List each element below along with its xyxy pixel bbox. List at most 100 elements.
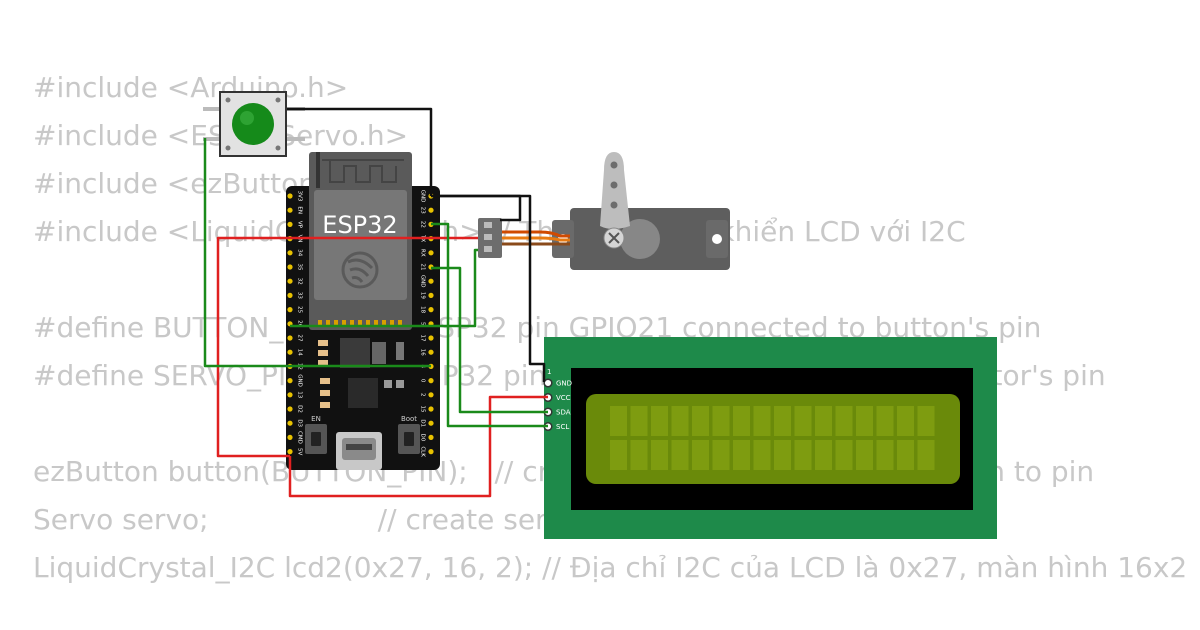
wire-servo-gnd (431, 194, 522, 222)
esp32-left-pin[interactable] (287, 406, 293, 412)
esp32-right-pin[interactable] (428, 335, 434, 341)
lcd-cell (815, 440, 832, 470)
esp32-right-pin[interactable] (428, 392, 434, 398)
wire-lcd-vcc (288, 395, 548, 498)
esp32-right-pin-label: 21 (420, 264, 426, 271)
esp32-right-pin[interactable] (428, 207, 434, 213)
servo-connector (478, 218, 502, 258)
esp32-left-pin-label: 32 (297, 278, 303, 285)
code-line: #include <ESP32Servo.h> (33, 119, 409, 152)
esp32-right-pin[interactable] (428, 406, 434, 412)
esp32-left-pin-label: 26 (297, 320, 303, 327)
esp32-right-pin-label: 19 (420, 292, 426, 299)
esp32-right-pin-label: 0 (420, 379, 426, 383)
esp32-left-pin[interactable] (287, 420, 293, 426)
lcd-cell (917, 440, 935, 470)
lcd-cell (733, 406, 750, 436)
esp32-left-pin[interactable] (287, 207, 293, 213)
esp32-right-pin-label: 5 (420, 322, 426, 326)
esp32-shield (314, 190, 407, 300)
esp32-right-pin[interactable] (428, 278, 434, 284)
esp32-left-pin[interactable] (287, 193, 293, 199)
lcd-cell (712, 406, 730, 436)
wire-servo-signal (290, 248, 478, 328)
usb-uart-chip (348, 378, 378, 408)
wire-lcd-scl (431, 222, 548, 428)
wire-button-signal (203, 138, 431, 368)
esp32-left-pin-label: GND (297, 374, 303, 387)
esp32-right-pin[interactable] (428, 378, 434, 384)
servo-horn-hole (610, 181, 618, 189)
esp32-left-pin[interactable] (287, 221, 293, 227)
esp32-right-pin[interactable] (428, 434, 434, 440)
lcd-cell (856, 440, 873, 470)
lcd-cell (815, 406, 832, 436)
wire-lcd-gnd (438, 194, 546, 382)
lcd-cell (794, 440, 812, 470)
lcd-cell (671, 406, 689, 436)
esp32-left-pin[interactable] (287, 434, 293, 440)
esp32-right-pin[interactable] (428, 292, 434, 298)
esp32-left-pin[interactable] (287, 264, 293, 270)
espressif-logo-icon (341, 251, 379, 289)
esp32-left-pin-label: CMD (297, 431, 303, 444)
lcd-character-grid (610, 406, 935, 470)
lcd-cell (630, 406, 648, 436)
lcd-cell (835, 440, 853, 470)
lcd-cell (651, 440, 668, 470)
lcd-cell (610, 440, 627, 470)
lcd-cell (753, 440, 771, 470)
lcd-cell (712, 440, 730, 470)
esp32-left-pin[interactable] (287, 307, 293, 313)
esp32-board[interactable]: ESP32 EN Boot (286, 152, 440, 470)
code-line: LiquidCrystal_I2C lcd2(0x27, 16, 2); // … (33, 551, 1188, 584)
esp32-right-pin[interactable] (428, 349, 434, 355)
esp32-left-pin-label: D2 (297, 405, 303, 413)
lcd-cell (692, 406, 709, 436)
esp32-right-pin[interactable] (428, 250, 434, 256)
push-button[interactable] (203, 91, 305, 157)
esp32-left-pin-label: 33 (297, 292, 303, 299)
servo-horn[interactable] (600, 152, 630, 229)
antenna-trace (322, 159, 404, 183)
esp32-left-pin[interactable] (287, 292, 293, 298)
esp32-left-pin[interactable] (287, 335, 293, 341)
esp32-right-pin-label: 18 (420, 306, 426, 313)
esp32-right-pin-label: 2 (420, 393, 426, 397)
esp32-left-pin-label: 3V3 (297, 191, 303, 202)
wire-servo-vcc (216, 236, 478, 458)
esp32-left-pin[interactable] (287, 449, 293, 455)
servo-mount-hole-right (712, 234, 722, 244)
esp32-right-pin[interactable] (428, 420, 434, 426)
servo-motor[interactable] (552, 152, 730, 270)
esp32-left-pin-label: VP (297, 221, 303, 229)
esp32-right-pin-label: 16 (420, 349, 426, 356)
esp32-left-pin[interactable] (287, 378, 293, 384)
wire-button-gnd (287, 107, 433, 196)
esp32-right-pin-label: 15 (420, 406, 426, 413)
esp32-right-pin-label: 22 (420, 221, 426, 228)
lcd-cell (733, 440, 750, 470)
lcd-cell (630, 440, 648, 470)
servo-cable (500, 230, 570, 246)
esp32-left-pin[interactable] (287, 250, 293, 256)
button-cap[interactable] (232, 103, 274, 145)
lcd-cell (897, 440, 914, 470)
esp32-left-pin[interactable] (287, 349, 293, 355)
esp32-left-pin[interactable] (287, 278, 293, 284)
esp32-left-pin-label: 14 (297, 349, 303, 356)
esp32-right-pin-label: 17 (420, 335, 426, 342)
servo-horn-hole (610, 201, 618, 209)
esp32-right-pin[interactable] (428, 307, 434, 313)
esp32-right-pin[interactable] (428, 449, 434, 455)
esp32-right-pin-label: GND (420, 190, 426, 203)
esp32-left-pin[interactable] (287, 392, 293, 398)
esp32-right-pin-label: RX (420, 249, 426, 257)
esp32-left-pin-label: EN (297, 206, 303, 214)
lcd-cell (856, 406, 873, 436)
button-lead (203, 137, 223, 141)
lcd-pin[interactable] (543, 378, 553, 388)
lcd-module[interactable]: 1 (544, 337, 997, 539)
wire-lcd-sda (431, 266, 548, 414)
